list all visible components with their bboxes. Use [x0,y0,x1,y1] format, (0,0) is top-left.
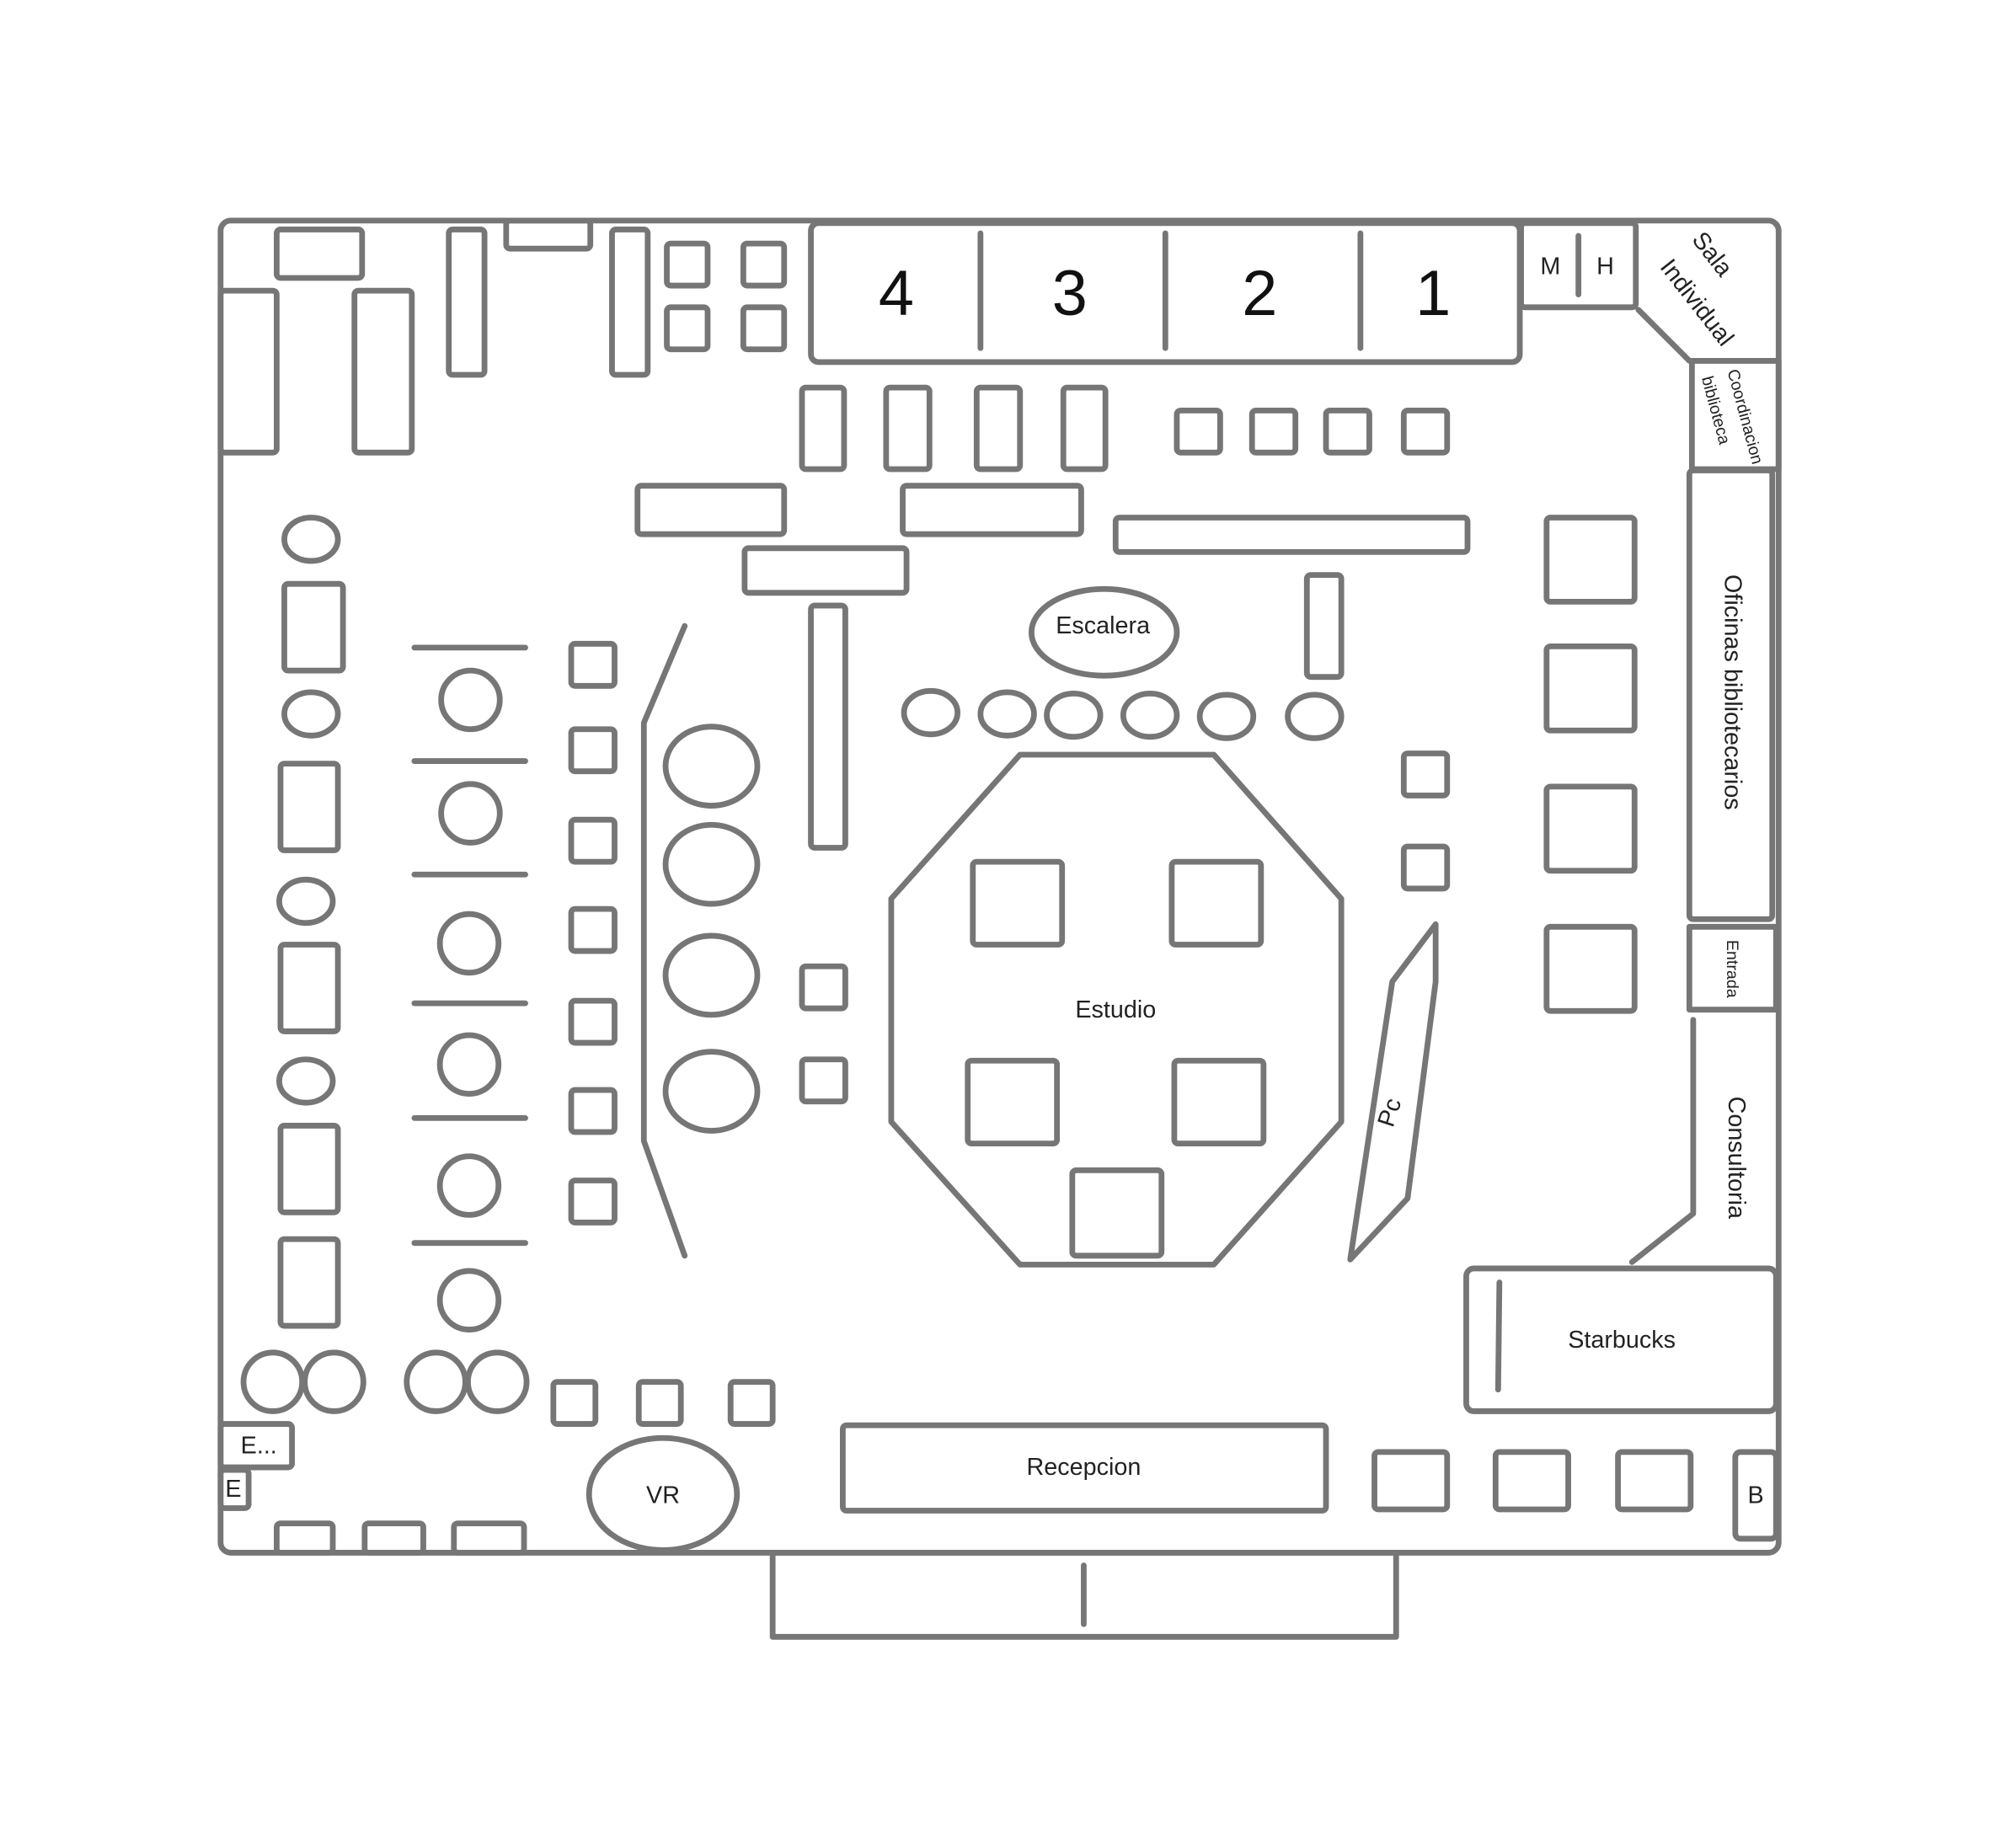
curved-partition [640,622,688,1259]
escalera[interactable]: Escalera [1028,585,1180,679]
estudio-label: Estudio [1075,996,1156,1023]
room-e[interactable]: E [217,1466,252,1511]
restrooms[interactable]: M H [1518,220,1639,311]
recepcion-label: Recepcion [1027,1454,1142,1481]
room-e-label: E [225,1476,241,1503]
room-4-label: 4 [879,258,914,329]
sala-label-1: Sala [1687,227,1738,281]
restroom-m-label: M [1540,253,1560,280]
seat-row [901,687,1345,741]
pc-area[interactable]: Pc [1347,921,1439,1263]
room-b-label: B [1747,1482,1763,1509]
restroom-h-label: H [1596,253,1614,280]
round-tables [662,724,761,1134]
recepcion[interactable]: Recepcion [839,1422,1329,1514]
left-column-furniture [276,515,346,1329]
consultoria-label: Consultoria [1723,1097,1750,1219]
starbucks[interactable]: Starbucks [1463,1265,1779,1414]
study-rooms[interactable]: 4 3 2 1 [808,220,1523,366]
pc-label: Pc [1372,1095,1407,1130]
right-small-tables [1400,750,1451,892]
room-b[interactable]: B [1732,1449,1779,1542]
right-tables [1543,515,1638,1014]
entrada-label: Entrada [1723,940,1741,998]
room-e-ellipsis[interactable]: E... [217,1421,295,1471]
third-column-tables [568,640,618,1226]
room-2-label: 2 [1242,258,1277,329]
main-entrance [769,1550,1399,1640]
entrada[interactable]: Entrada [1686,923,1779,1013]
oficinas-label: Oficinas bibliotecarios [1719,574,1746,810]
room-e-ellipsis-label: E... [241,1432,277,1459]
bottom-left-seats [240,1349,530,1414]
center-left-furniture [634,483,1471,1105]
top-left-furniture [217,217,788,456]
room-3-label: 3 [1052,258,1088,329]
bottom-right-tables [1371,1449,1694,1513]
second-column-furniture [411,644,528,1333]
bottom-left-wall-units [274,1520,527,1556]
outer-wall [217,217,1782,1556]
consultoria[interactable]: Consultoria [1628,1017,1750,1265]
coordinacion-biblioteca[interactable]: Coordinacion biblioteca [1688,357,1782,473]
bottom-small-tables [550,1379,776,1427]
coord-label-1: Coordinacion [1724,367,1767,467]
escalera-label: Escalera [1056,612,1150,639]
vr-label: VR [646,1482,680,1509]
sala-individual[interactable]: Sala Individual [1635,227,1782,364]
room-1-label: 1 [1415,258,1451,329]
vr-area[interactable]: VR [585,1434,741,1553]
top-center-furniture [799,384,1451,681]
estudio[interactable]: Estudio [888,751,1345,1268]
starbucks-label: Starbucks [1568,1327,1676,1354]
oficinas-bibliotecarios[interactable]: Oficinas bibliotecarios [1686,467,1776,922]
